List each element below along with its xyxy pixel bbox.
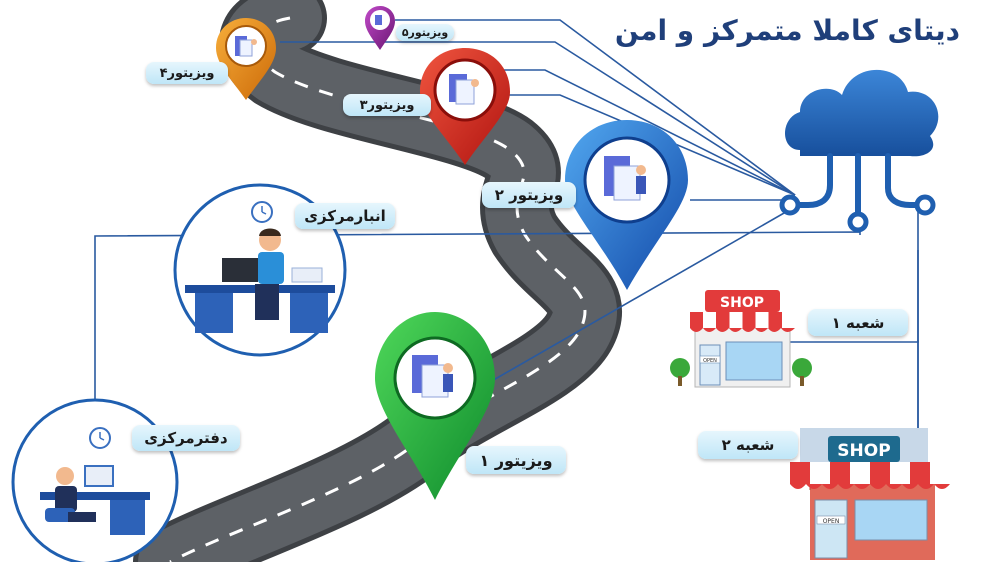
pin-visitor-3 <box>420 48 510 165</box>
pin-visitor-5 <box>365 6 395 50</box>
sales-person-icon <box>235 36 257 57</box>
pin-visitor-2 <box>565 120 688 290</box>
warehouse-label: انبارمرکزی <box>295 203 395 229</box>
visitor-3-label: ویزیتور۳ <box>343 94 431 116</box>
pin-visitor-4 <box>216 18 276 100</box>
cloud-icon <box>779 69 939 233</box>
page-title: دیتای کاملا متمرکز و امن <box>614 14 960 47</box>
shop-2-sign: SHOP <box>837 441 890 461</box>
visitor-2-label: ویزیتور ۲ <box>482 182 576 208</box>
sales-person-icon <box>449 74 479 105</box>
pin-visitor-1 <box>375 312 495 500</box>
shop-branch-2: SHOP OPEN <box>790 428 950 560</box>
visitor-4-label: ویزیتور۴ <box>146 62 228 84</box>
office-label: دفترمرکزی <box>132 425 240 451</box>
shop-branch-1: SHOP OPEN <box>670 290 812 388</box>
branch-1-label: شعبه ۱ <box>808 309 908 336</box>
branch-2-label: شعبه ۲ <box>698 431 798 459</box>
sales-person-icon <box>412 355 453 398</box>
shop-1-sign: SHOP <box>720 295 764 311</box>
shop-1-open-sign: OPEN <box>703 358 717 364</box>
winding-road <box>133 0 622 562</box>
sales-person-icon <box>604 156 646 201</box>
shop-2-open-sign: OPEN <box>823 518 840 525</box>
visitor-1-label: ویزیتور ۱ <box>466 446 566 474</box>
visitor-5-label: ویزیتور۵ <box>396 24 454 41</box>
